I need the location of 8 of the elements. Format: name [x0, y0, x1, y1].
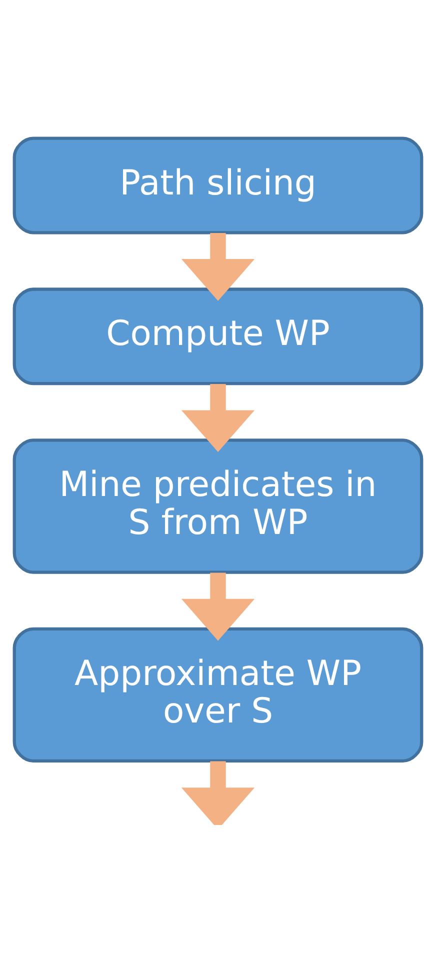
node-box: Compute WP [12, 288, 424, 386]
node-box: Mine predicates in S from WP [12, 438, 424, 574]
node-box: Approximate WP over S [12, 627, 424, 763]
arrow [181, 233, 255, 301]
node-box: Path slicing [12, 136, 424, 234]
arrow [181, 384, 255, 452]
arrow [181, 572, 255, 641]
arrow [181, 761, 255, 825]
